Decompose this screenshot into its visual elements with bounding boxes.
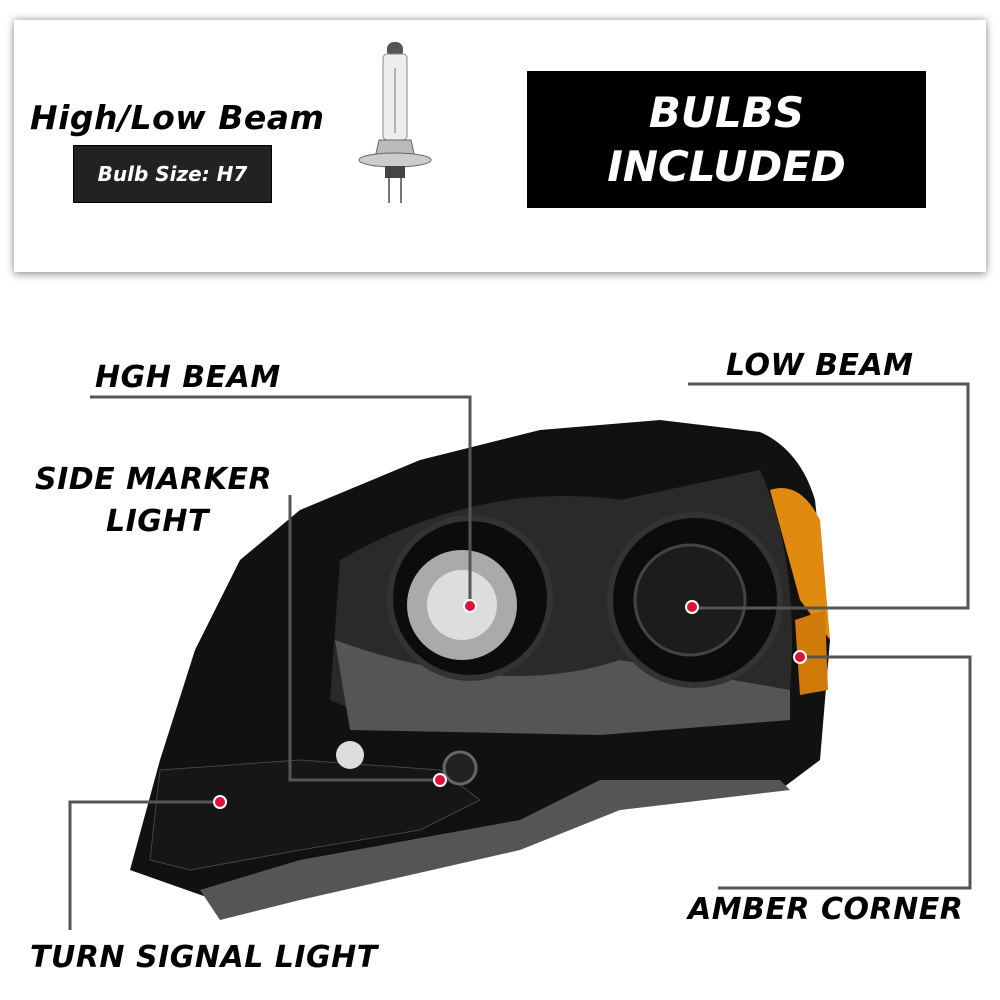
- high-beam-line: [90, 395, 472, 606]
- low-beam-label: LOW BEAM: [726, 348, 914, 383]
- h7-bulb-image: [358, 42, 432, 203]
- high-beam-label: HGH BEAM: [95, 360, 281, 395]
- amber-corner-line: [718, 655, 972, 890]
- amber-corner-label: AMBER CORNER: [688, 892, 964, 927]
- amber-corner-dot: [793, 650, 807, 664]
- side-marker-label-line1: SIDE MARKER: [35, 462, 273, 497]
- high-beam-dot: [463, 599, 477, 613]
- included-line-1: BULBS: [648, 87, 805, 137]
- side-marker-label-line2: LIGHT: [106, 504, 209, 539]
- side-marker-dot: [433, 773, 447, 787]
- turn-signal-label: TURN SIGNAL LIGHT: [30, 940, 378, 975]
- included-line-2: INCLUDED: [607, 141, 846, 191]
- bulb-size-badge: Bulb Size: H7: [73, 145, 272, 203]
- callout-dots: [213, 599, 807, 809]
- turn-signal-dot: [213, 795, 227, 809]
- low-beam-dot: [685, 600, 699, 614]
- callout-lines: [68, 382, 972, 930]
- low-beam-line: [688, 382, 970, 610]
- bulbs-included-badge: BULBS INCLUDED: [527, 71, 926, 208]
- side-marker-line: [288, 495, 440, 782]
- beam-title: High/Low Beam: [30, 98, 325, 137]
- turn-signal-line: [68, 800, 220, 930]
